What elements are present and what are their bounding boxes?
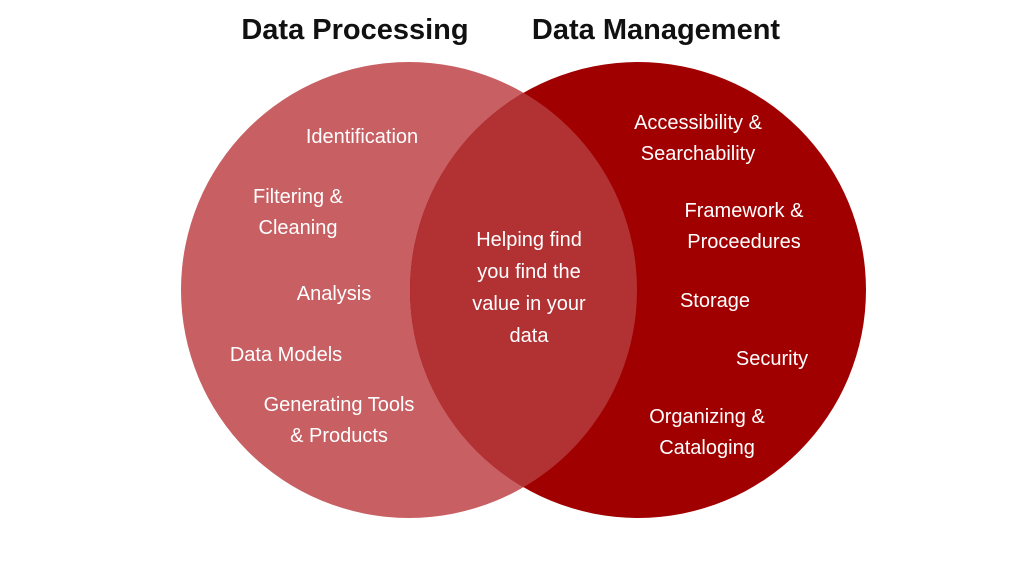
right-item-framework-proceedures: Framework & Proceedures <box>684 200 804 253</box>
right-item-organizing-cataloging: Organizing & Cataloging <box>649 406 765 459</box>
right-set-title: Data Management <box>531 14 781 46</box>
left-item-generating-tools: Generating Tools & Products <box>263 394 415 447</box>
left-item-identification: Identification <box>305 126 419 148</box>
left-item-data-models: Data Models <box>229 344 343 366</box>
left-set-title: Data Processing <box>241 14 469 46</box>
left-item-filtering-cleaning: Filtering & Cleaning <box>252 186 344 239</box>
intersection-text: Helping find you find the value in your … <box>472 229 586 347</box>
right-item-security: Security <box>735 348 809 370</box>
left-item-analysis: Analysis <box>296 283 372 305</box>
intersection-region <box>410 62 637 518</box>
right-item-accessibility-searchability: Accessibility & Searchability <box>634 112 762 165</box>
right-item-storage: Storage <box>679 290 751 312</box>
